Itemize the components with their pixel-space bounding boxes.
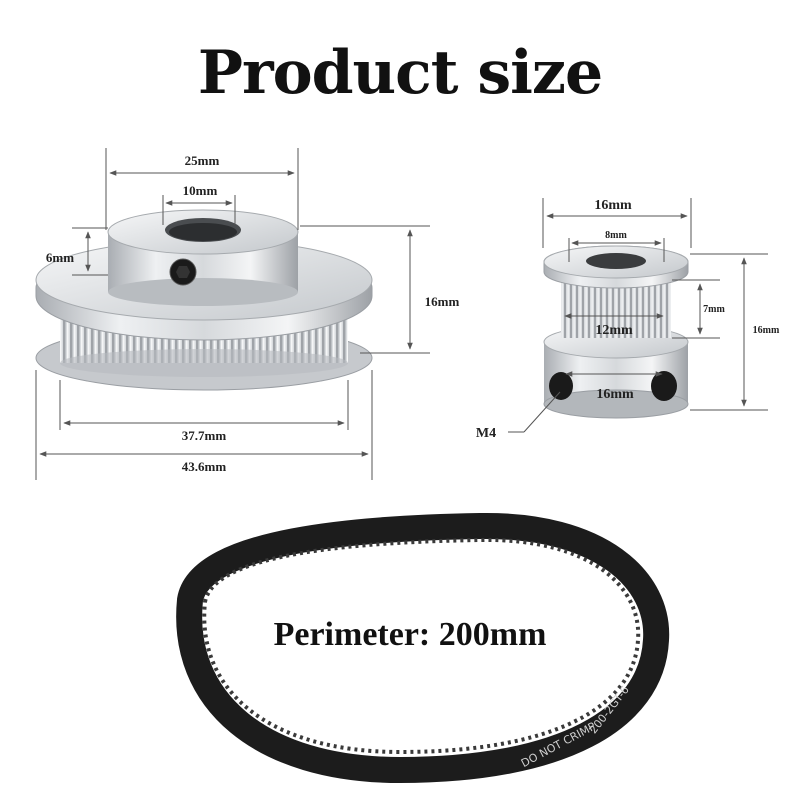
large-pulley-dimensions	[35, 148, 430, 480]
page-title: Product size	[197, 38, 603, 108]
dim-large-hub-height: 6mm	[46, 250, 74, 265]
dim-small-teeth-height: 7mm	[703, 304, 725, 315]
dim-small-hub-diameter: 16mm	[596, 387, 634, 402]
dim-large-total-height: 16mm	[425, 294, 460, 309]
large-pulley	[35, 209, 373, 391]
small-pulley-dimensions	[508, 198, 768, 433]
screw-label: M4	[476, 426, 496, 441]
dim-small-flange-diameter: 16mm	[594, 198, 632, 213]
dim-small-total-height: 16mm	[753, 325, 780, 336]
dim-small-teeth-diameter: 12mm	[595, 323, 633, 338]
dim-large-bore: 10mm	[183, 183, 218, 198]
dim-small-bore: 8mm	[605, 230, 627, 241]
dim-large-hub-diameter: 25mm	[185, 153, 220, 168]
dim-large-flange-diameter: 43.6mm	[182, 459, 227, 474]
belt-perimeter-label: Perimeter: 200mm	[273, 616, 547, 653]
dim-large-teeth-diameter: 37.7mm	[182, 428, 227, 443]
small-pulley	[543, 245, 689, 419]
